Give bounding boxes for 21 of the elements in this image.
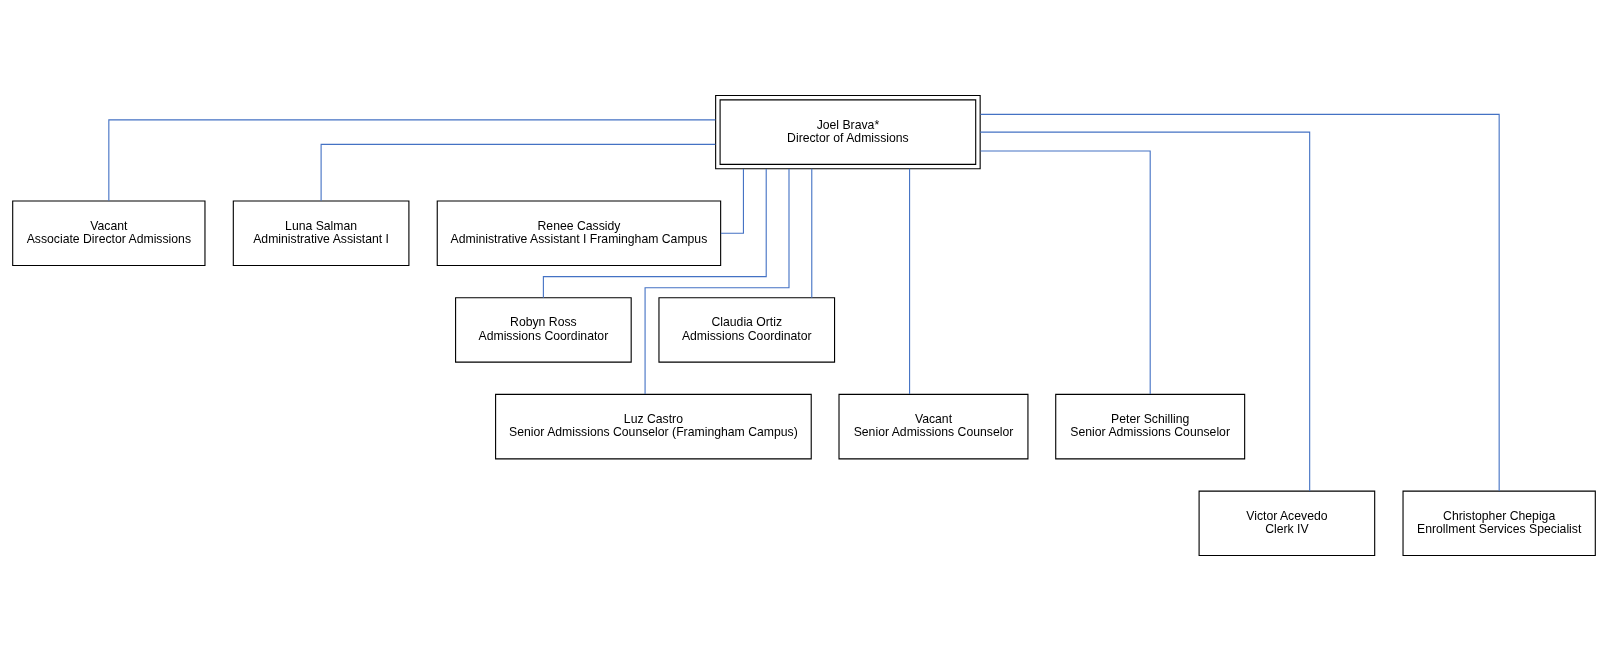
node-box: Vacant Senior Admissions Counselor <box>838 393 1029 459</box>
connector <box>909 167 911 395</box>
connector <box>979 131 1311 492</box>
connector <box>720 167 744 234</box>
node-box: Claudia Ortiz Admissions Coordinator <box>658 296 836 363</box>
connector <box>979 149 1151 394</box>
node-box: Robyn Ross Admissions Coordinator <box>455 296 632 363</box>
connector <box>320 143 716 201</box>
node-box: Peter Schilling Senior Admissions Counselor <box>1055 393 1246 459</box>
connector <box>811 167 813 298</box>
node-box: Joel Brava* Director of Admissions <box>715 94 981 169</box>
node-box: Christopher Chepiga Enrollment Services Specialist <box>1402 490 1596 556</box>
node-box: Vacant Associate Director Admissions <box>12 199 206 266</box>
connector <box>644 167 790 395</box>
node-box: Luz Castro Senior Admissions Counselor (Framingham Campus) <box>495 393 812 459</box>
connector <box>542 167 767 298</box>
node-box: Victor Acevedo Clerk IV <box>1198 490 1376 556</box>
connector <box>108 118 716 201</box>
node-box: Renee Cassidy Administrative Assistant I Framingham Campus <box>436 199 722 266</box>
connector <box>979 113 1500 491</box>
node-box: Luna Salman Administrative Assistant I <box>232 199 410 266</box>
